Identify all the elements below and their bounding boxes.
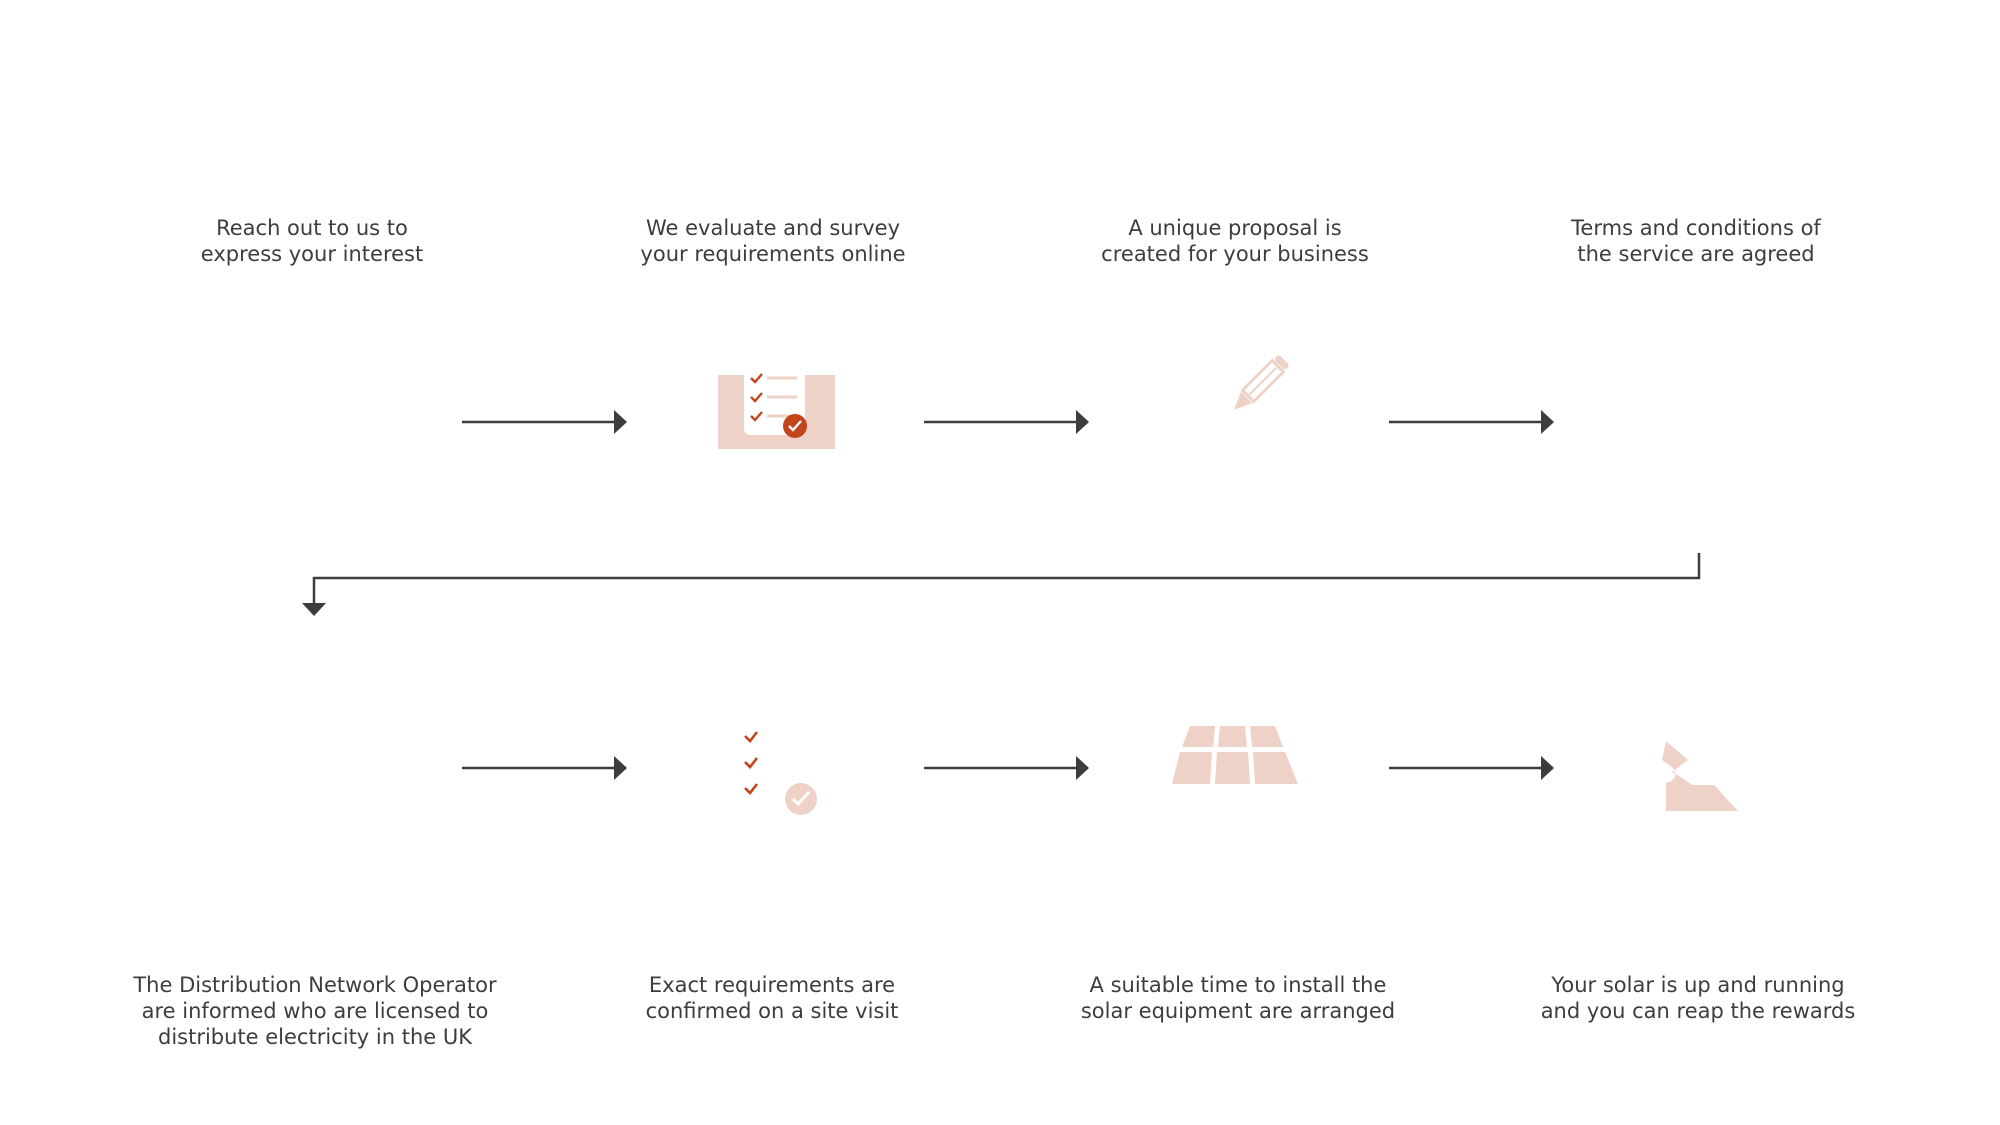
step-4-line-1: Terms and conditions of [1571,216,1821,240]
step-2-caption: We evaluate and survey your requirements… [640,215,905,267]
arrowhead-6 [1541,756,1554,780]
step-8-caption: Your solar is up and running and you can… [1541,972,1856,1024]
arrowhead-5 [1076,756,1089,780]
step-5-line-3: distribute electricity in the UK [157,1025,472,1049]
arrowhead-2 [1076,410,1089,434]
arrowhead-3 [1541,410,1554,434]
step-2-line-2: your requirements online [640,242,906,266]
step-6-caption: Exact requirements are confirmed on a si… [646,972,899,1024]
step-7-caption: A suitable time to install the solar equ… [1081,972,1395,1024]
step-3-line-1: A unique proposal is [1128,216,1342,240]
step-7-line-2: solar equipment are arranged [1080,999,1396,1023]
checklist-check-icon [744,731,817,815]
step-6-line-1: Exact requirements are [648,973,896,997]
piggy-bank-icon [1662,741,1738,811]
arrowhead-1 [614,410,627,434]
step-2-line-1: We evaluate and survey [645,216,901,240]
step-3-caption: A unique proposal is created for your bu… [1101,215,1369,267]
step-4-line-2: the service are agreed [1577,242,1815,266]
step-3-line-2: created for your business [1101,242,1369,266]
step-1-line-1: Reach out to us to [216,216,408,240]
step-5-line-1: The Distribution Network Operator [133,973,497,997]
arrowhead-4 [614,756,627,780]
step-6-line-2: confirmed on a site visit [645,999,899,1023]
solar-panel-icon [1172,726,1298,784]
step-4-caption: Terms and conditions of the service are … [1571,215,1821,267]
step-5-caption: The Distribution Network Operator are in… [133,972,496,1050]
step-1-line-2: express your interest [200,242,424,266]
step-5-line-2: are informed who are licensed to [141,999,489,1023]
checklist-clipboard-icon [718,373,835,449]
arrowhead-down [302,603,326,616]
pencil-icon [1233,355,1289,411]
step-8-line-1: Your solar is up and running [1551,973,1845,997]
connector-step4-to-step5 [312,553,1701,605]
step-7-line-1: A suitable time to install the [1089,973,1387,997]
step-8-line-2: and you can reap the rewards [1540,999,1856,1023]
step-1-caption: Reach out to us to express your interest [201,215,423,267]
